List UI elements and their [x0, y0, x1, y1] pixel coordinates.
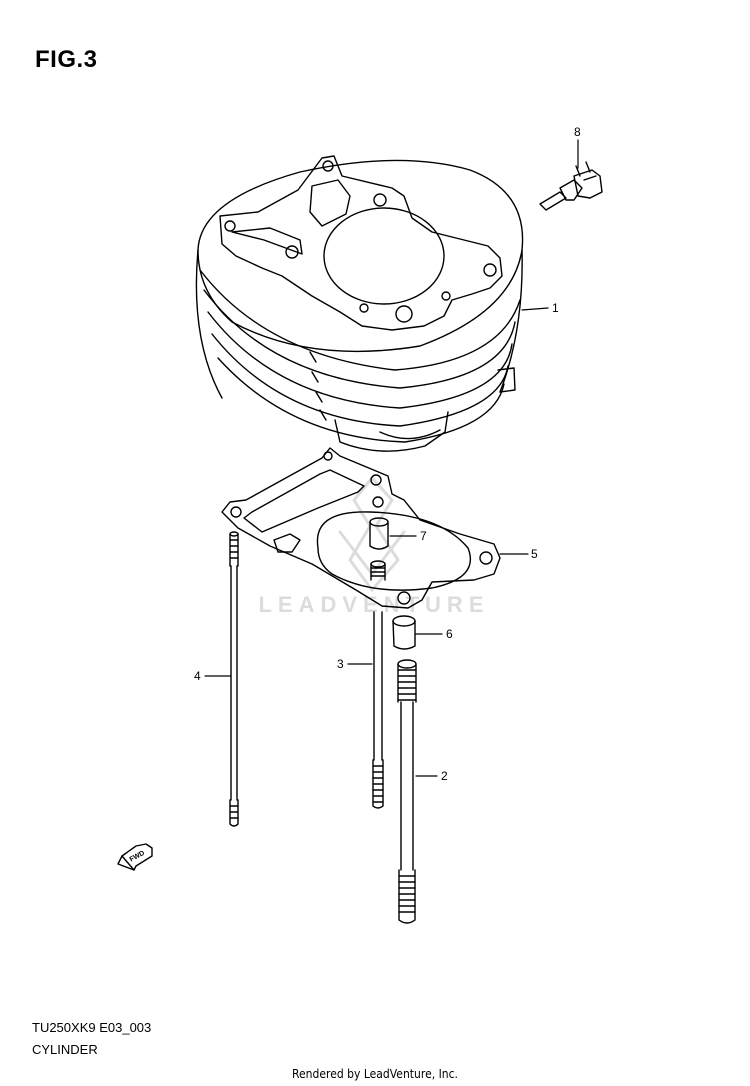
- callout-5[interactable]: 5: [531, 547, 538, 561]
- figure-code: TU250XK9 E03_003: [32, 1020, 152, 1035]
- footer-credit: Rendered by LeadVenture, Inc.: [291, 1067, 458, 1081]
- callout-3[interactable]: 3: [337, 657, 344, 671]
- dowel-pin-upper-part[interactable]: [369, 517, 389, 550]
- callout-7[interactable]: 7: [420, 529, 427, 543]
- temperature-sensor-part[interactable]: [539, 161, 603, 211]
- long-thin-stud-part[interactable]: [229, 531, 239, 827]
- long-stud-part[interactable]: [397, 659, 417, 924]
- fwd-direction-arrow-icon: FWD: [117, 843, 153, 871]
- callout-8[interactable]: 8: [574, 125, 581, 139]
- dowel-pin-lower-part[interactable]: [392, 615, 416, 650]
- cylinder-part[interactable]: [195, 155, 524, 452]
- callout-6[interactable]: 6: [446, 627, 453, 641]
- stud-part[interactable]: [370, 560, 386, 809]
- callout-numbers: 1 2 3 4 5 6 7 8: [194, 125, 581, 783]
- watermark-text: LEADVENTURE: [258, 592, 489, 617]
- watermark: LEADVENTURE: [258, 476, 489, 617]
- figure-title: FIG.3: [35, 46, 98, 73]
- base-gasket-part[interactable]: [221, 447, 501, 609]
- watermark-emblem-icon: [338, 476, 406, 592]
- callout-2[interactable]: 2: [441, 769, 448, 783]
- callout-1[interactable]: 1: [552, 301, 559, 315]
- callout-4[interactable]: 4: [194, 669, 201, 683]
- callout-leaders: [204, 139, 579, 777]
- figure-name: CYLINDER: [32, 1042, 98, 1057]
